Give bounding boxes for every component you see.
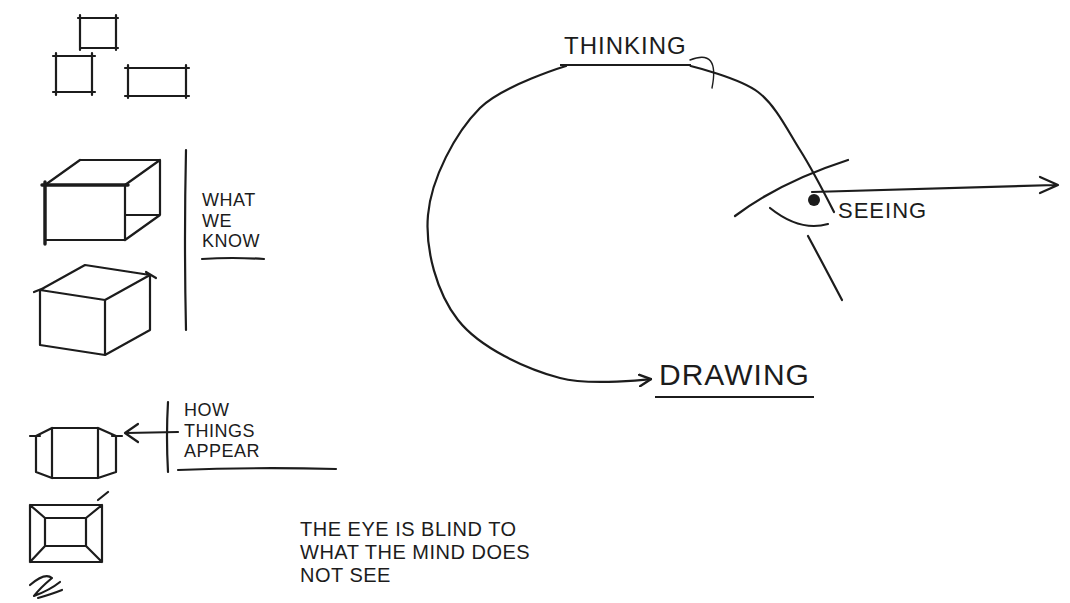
sketch-term: THINKING: [560, 30, 691, 66]
face-profile: [690, 57, 714, 88]
flat-square: [125, 65, 189, 98]
term-text: DRAWING: [659, 358, 810, 392]
isometric-cube: [34, 265, 156, 355]
cube-accent: [42, 182, 128, 244]
handwritten-note: HOW THINGS APPEAR: [184, 400, 284, 462]
signature-scribble: [30, 576, 62, 598]
sketch-term: SEEING: [834, 196, 931, 228]
handwritten-note: WHAT WE KNOW: [202, 190, 272, 252]
oblique-cube: [45, 160, 160, 240]
handwritten-note: THE EYE IS BLIND TO WHAT THE MIND DOES N…: [300, 518, 532, 587]
flat-square: [78, 15, 118, 50]
eye-pupil: [808, 194, 820, 206]
cycle-arrow: [691, 66, 834, 212]
sight-arrow: [812, 177, 1058, 193]
underline: [202, 258, 264, 259]
term-text: THINKING: [564, 32, 687, 60]
tick-line: [167, 402, 168, 472]
cycle-arrow: [428, 66, 651, 382]
pointer-arrow: [125, 424, 178, 442]
face-profile: [808, 236, 842, 300]
bracket-line: [185, 150, 186, 330]
underline: [178, 468, 336, 470]
interior-view: [30, 492, 108, 562]
eye-lower-lid: [770, 208, 828, 226]
flat-square: [53, 53, 95, 95]
sketch-term: DRAWING: [655, 356, 814, 398]
perspective-box: [30, 428, 122, 478]
term-text: SEEING: [838, 198, 927, 224]
